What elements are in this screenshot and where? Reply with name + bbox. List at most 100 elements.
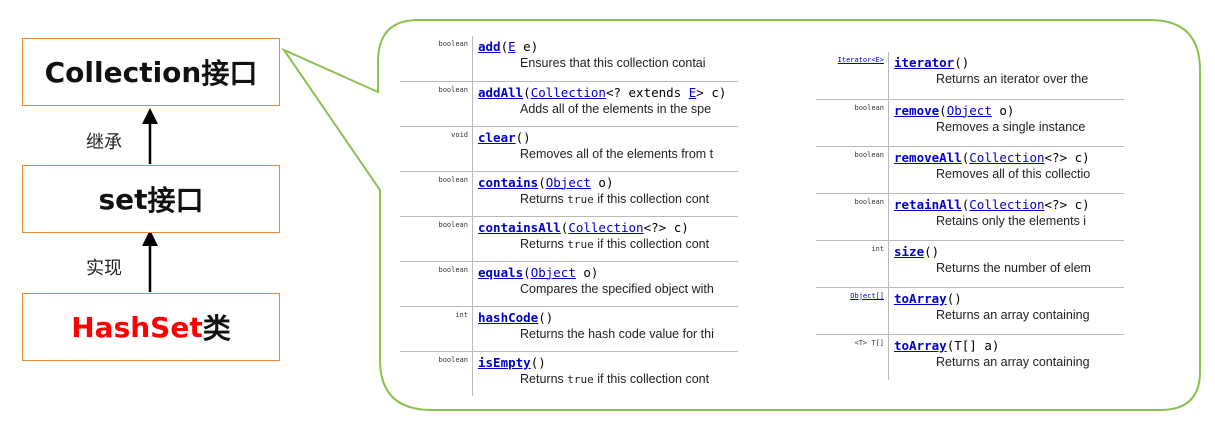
param-text: () <box>954 55 970 70</box>
param-type-link[interactable]: Collection <box>969 196 1045 212</box>
method-description-cell: toArray(T[] a)Returns an array containin… <box>888 334 1124 380</box>
param-text: () <box>946 290 962 306</box>
method-name-link[interactable]: size <box>894 243 925 259</box>
method-name-link[interactable]: toArray <box>894 290 947 306</box>
method-description-cell: contains(Object o)Returns true if this c… <box>472 171 738 217</box>
param-text: ( <box>939 102 947 118</box>
set-name: set <box>98 182 148 216</box>
method-name-link[interactable]: toArray <box>894 337 947 353</box>
method-name-link[interactable]: containsAll <box>478 219 561 235</box>
return-type: boolean <box>816 193 889 241</box>
return-type-text: int <box>455 310 468 319</box>
method-signature: isEmpty() <box>478 355 738 371</box>
description-text: Returns the hash code value for thi <box>520 326 714 341</box>
param-text: ( <box>961 149 970 165</box>
method-row: Iterator<E> iterator()Returns an iterator… <box>816 52 1124 100</box>
param-text: o) <box>991 102 1015 118</box>
return-type: boolean <box>400 36 473 82</box>
set-suffix: 接口 <box>147 184 204 217</box>
method-name-link[interactable]: clear <box>478 129 516 145</box>
method-name-link[interactable]: equals <box>478 264 524 280</box>
collection-suffix: 接口 <box>201 57 258 90</box>
return-type-text: boolean <box>438 220 468 229</box>
description-code: true <box>567 237 594 251</box>
method-description: Returns true if this collection cont <box>478 371 738 388</box>
hashset-name: HashSet <box>71 310 203 344</box>
param-type-link[interactable]: Collection <box>568 219 644 235</box>
param-type-link[interactable]: Collection <box>530 84 606 100</box>
method-name-link[interactable]: contains <box>478 174 539 190</box>
description-code: true <box>567 192 594 206</box>
return-type: int <box>400 306 473 352</box>
return-type: boolean <box>400 171 473 217</box>
method-description: Ensures that this collection contai <box>478 55 738 72</box>
description-text: Ensures that this collection contai <box>520 56 706 70</box>
description-code: true <box>567 372 594 386</box>
description-text: Adds all of the elements in the spe <box>520 101 712 116</box>
return-type-text: boolean <box>438 175 468 184</box>
param-type-link[interactable]: Object <box>946 102 992 118</box>
method-description: Removes a single instance <box>894 119 1124 136</box>
param-text: (T[] a) <box>946 337 1000 353</box>
description-prefix: Returns <box>520 371 568 386</box>
return-type: boolean <box>400 261 473 307</box>
param-type-link[interactable]: Object <box>530 264 576 280</box>
description-text: Removes a single instance <box>936 119 1086 134</box>
return-type: int <box>816 240 889 288</box>
param-text: <?> c) <box>643 219 689 235</box>
return-type: boolean <box>816 146 889 194</box>
method-description: Returns the number of elem <box>894 260 1124 277</box>
method-name-link[interactable]: removeAll <box>894 149 962 165</box>
param-type-link[interactable]: E <box>688 84 697 100</box>
method-description: Returns the hash code value for thi <box>478 326 738 343</box>
description-text: Retains only the elements i <box>936 213 1087 228</box>
method-description: Returns an array containing <box>894 354 1124 371</box>
implement-label: 实现 <box>86 258 122 279</box>
return-type-text: int <box>871 244 884 253</box>
collection-name: Collection <box>44 55 202 89</box>
method-name-link[interactable]: isEmpty <box>478 354 531 370</box>
return-type-text: boolean <box>854 150 884 159</box>
method-description-cell: toArray()Returns an array containing <box>888 287 1124 335</box>
method-description-cell: iterator()Returns an iterator over the <box>888 52 1124 100</box>
method-description-cell: equals(Object o)Compares the specified o… <box>472 261 738 307</box>
method-signature: toArray(T[] a) <box>894 338 1124 354</box>
method-description: Returns true if this collection cont <box>478 191 738 208</box>
method-description: Returns an iterator over the <box>894 71 1124 88</box>
param-text: () <box>515 129 531 145</box>
method-description-cell: retainAll(Collection<?> c)Retains only t… <box>888 193 1124 241</box>
return-type-text: <T> T[] <box>854 338 884 347</box>
method-signature: equals(Object o) <box>478 265 738 281</box>
method-description: Returns an array containing <box>894 307 1124 324</box>
method-signature: containsAll(Collection<?> c) <box>478 220 738 236</box>
method-name-link[interactable]: addAll <box>478 84 524 100</box>
param-type-link[interactable]: Collection <box>969 149 1045 165</box>
param-text: ( <box>538 174 546 190</box>
method-description-cell: isEmpty()Returns true if this collection… <box>472 351 738 396</box>
method-signature: iterator() <box>894 55 1124 71</box>
return-type-text[interactable]: Object[] <box>850 291 884 300</box>
description-text: Returns the number of elem <box>936 260 1091 275</box>
method-name-link[interactable]: retainAll <box>894 196 962 212</box>
method-name-link[interactable]: remove <box>894 102 940 118</box>
param-text: () <box>530 354 546 370</box>
method-signature: retainAll(Collection<?> c) <box>894 197 1124 213</box>
return-type-text: boolean <box>854 103 884 112</box>
param-type-link[interactable]: E <box>508 39 516 54</box>
method-description: Retains only the elements i <box>894 213 1124 230</box>
hashset-suffix: 类 <box>202 312 231 345</box>
method-name-link[interactable]: iterator <box>894 55 955 70</box>
param-text: <? extends <box>605 84 689 100</box>
method-signature: toArray() <box>894 291 1124 307</box>
param-type-link[interactable]: Object <box>545 174 591 190</box>
method-name-link[interactable]: add <box>478 39 501 54</box>
method-signature: clear() <box>478 130 738 146</box>
method-row: <T> T[] toArray(T[] a)Returns an array co… <box>816 334 1124 380</box>
return-type-text[interactable]: Iterator<E> <box>837 56 884 64</box>
method-name-link[interactable]: hashCode <box>478 309 539 325</box>
